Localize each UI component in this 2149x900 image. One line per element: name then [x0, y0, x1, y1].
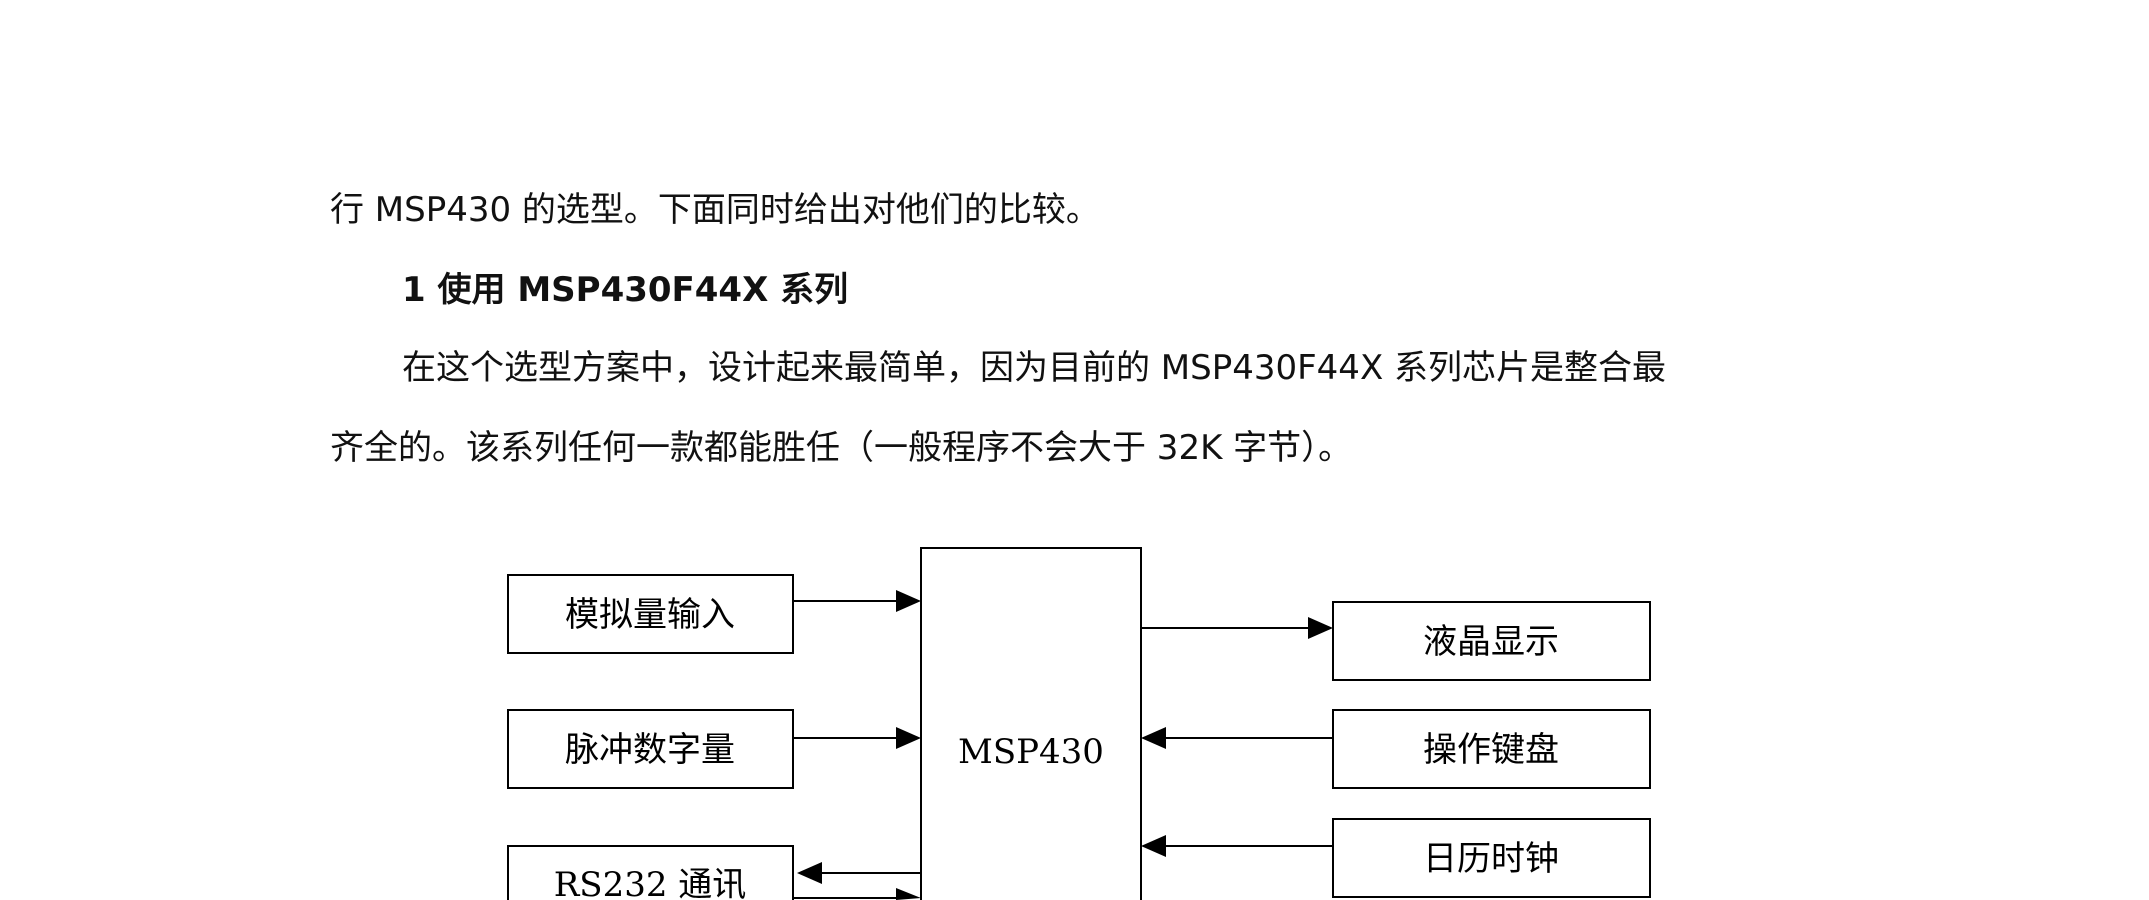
rs232-block: RS232 通讯 — [507, 845, 794, 900]
lcd-block: 液晶显示 — [1332, 601, 1651, 681]
calendar-clock-label: 日历时钟 — [1423, 839, 1559, 879]
arrowhead-left — [1141, 727, 1166, 749]
rs232-label: RS232 通讯 — [554, 865, 747, 900]
arrowhead-right — [896, 888, 921, 900]
paragraph-line-1: 行 MSP430 的选型。下面同时给出对他们的比较。 — [330, 190, 1100, 230]
arrow-pulse-to-msp430 — [793, 727, 921, 749]
arrow-msp430-to-lcd — [1141, 617, 1333, 639]
msp430-block: MSP430 — [920, 547, 1142, 900]
msp430-label: MSP430 — [958, 732, 1104, 772]
arrowhead-left — [1141, 835, 1166, 857]
pulse-digital-label: 脉冲数字量 — [565, 730, 735, 770]
calendar-clock-block: 日历时钟 — [1332, 818, 1651, 898]
arrowhead-right — [896, 590, 921, 612]
arrow-analog-to-msp430 — [793, 590, 921, 612]
arrow-keyboard-to-msp430 — [1141, 727, 1333, 749]
arrowhead-right — [1308, 617, 1333, 639]
arrowhead-right — [896, 727, 921, 749]
keyboard-block: 操作键盘 — [1332, 709, 1651, 789]
section-heading: 1 使用 MSP430F44X 系列 — [402, 270, 849, 310]
paragraph-line-3: 在这个选型方案中，设计起来最简单，因为目前的 MSP430F44X 系列芯片是整… — [402, 348, 1667, 388]
arrow-clock-to-msp430 — [1141, 835, 1333, 857]
analog-input-label: 模拟量输入 — [565, 595, 735, 635]
analog-input-block: 模拟量输入 — [507, 574, 794, 654]
lcd-label: 液晶显示 — [1423, 622, 1559, 662]
keyboard-label: 操作键盘 — [1423, 730, 1559, 770]
arrowhead-left — [797, 862, 822, 884]
arrow-msp430-to-rs232 — [797, 862, 921, 884]
pulse-digital-block: 脉冲数字量 — [507, 709, 794, 789]
arrow-rs232-to-msp430 — [793, 888, 921, 900]
paragraph-line-4: 齐全的。该系列任何一款都能胜任（一般程序不会大于 32K 字节）。 — [330, 428, 1353, 468]
